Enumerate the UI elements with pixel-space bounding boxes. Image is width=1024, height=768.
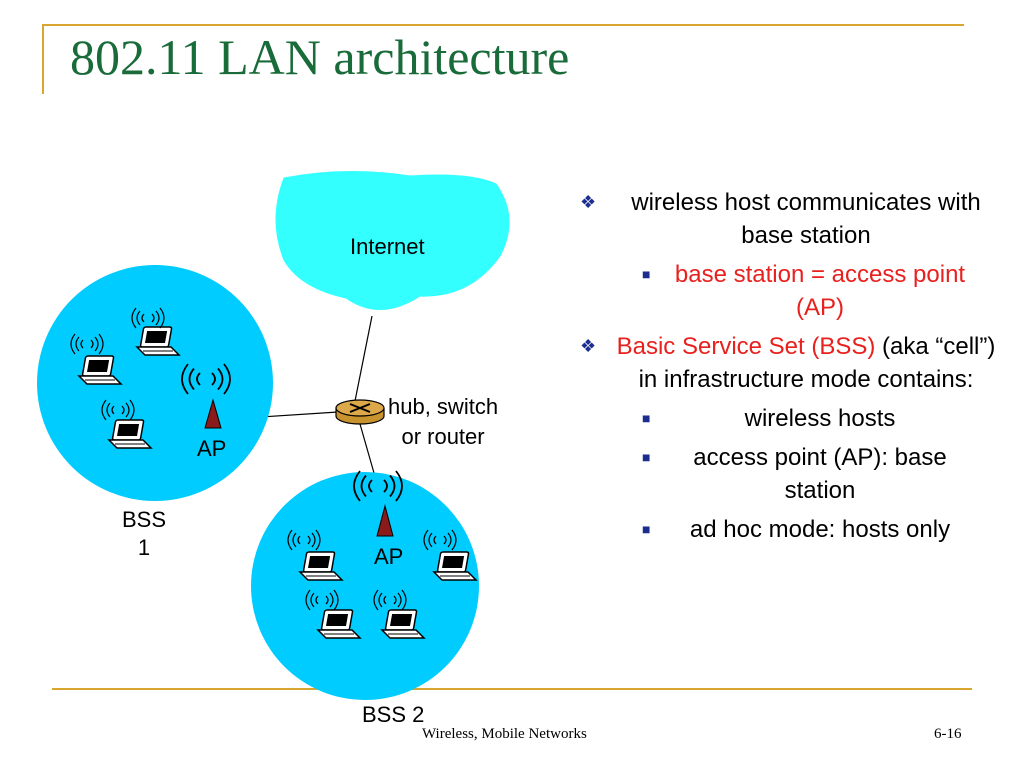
router-icon: [335, 399, 385, 425]
slide-title: 802.11 LAN architecture: [70, 29, 570, 85]
ap1-label: AP: [197, 436, 227, 461]
frame-left-line: [42, 24, 44, 94]
bullet-text: Basic Service Set (BSS) (aka “cell”) in …: [617, 333, 996, 393]
bss1-label: BSS 1: [122, 506, 166, 562]
ap2-label: AP: [374, 544, 404, 569]
internet-cloud: [275, 170, 510, 310]
page-number: 6-16: [934, 726, 962, 742]
bss2-cell: [251, 472, 479, 700]
bullet-text-part: wireless host communicates with base sta…: [631, 189, 981, 249]
bullet-text-part: base station = access point (AP): [674, 261, 966, 321]
frame-top-line: [42, 24, 964, 26]
diamond-bullet-icon: ❖: [580, 192, 597, 212]
bullet-text: wireless host communicates with base sta…: [631, 189, 980, 249]
bss1-label-line: 1: [137, 535, 151, 560]
bullet-item: ■ base station = access point (AP): [562, 258, 1002, 324]
bullet-text-part: (aka “cell”) in infrastructure mode cont…: [638, 333, 996, 393]
internet-label: Internet: [350, 234, 425, 259]
bss1-cell: [37, 265, 273, 501]
bullet-item: ❖ Basic Service Set (BSS) (aka “cell”) in…: [562, 330, 1002, 396]
bullet-text-part: Basic Service Set (BSS): [616, 333, 876, 360]
bullet-text: ad hoc mode: hosts only: [690, 516, 950, 543]
bullet-item: ■ ad hoc mode: hosts only: [562, 513, 1002, 546]
bullet-text-part: access point (AP): base station: [693, 444, 947, 504]
bullet-item: ■ wireless hosts: [562, 402, 1002, 435]
router-label-line: hub, switch: [388, 394, 499, 419]
bullet-text: base station = access point (AP): [675, 261, 965, 321]
square-bullet-icon: ■: [642, 449, 651, 465]
bullet-item: ■ access point (AP): base station: [562, 441, 1002, 507]
bss2-label: BSS 2: [362, 702, 425, 727]
ap2-tower-icon: [376, 504, 394, 537]
link-internet-router: [353, 315, 373, 407]
bullet-text: access point (AP): base station: [693, 444, 946, 504]
ap1-tower-icon: [204, 398, 222, 429]
bullet-list: ❖ wireless host communicates with base st…: [562, 186, 1002, 552]
router-label: hub, switch or router: [388, 392, 498, 452]
footer-title: Wireless, Mobile Networks: [422, 726, 587, 742]
diamond-bullet-icon: ❖: [580, 336, 597, 356]
bullet-text-part: wireless hosts: [744, 405, 896, 432]
square-bullet-icon: ■: [642, 266, 651, 282]
square-bullet-icon: ■: [642, 410, 651, 426]
bullet-text: wireless hosts: [745, 405, 896, 432]
bullet-text-part: ad hoc mode: hosts only: [689, 516, 951, 543]
square-bullet-icon: ■: [642, 521, 651, 537]
router-label-line: or router: [401, 424, 485, 449]
footer-divider: [52, 688, 972, 690]
bss1-label-line: BSS: [122, 507, 167, 532]
bullet-item: ❖ wireless host communicates with base st…: [562, 186, 1002, 252]
